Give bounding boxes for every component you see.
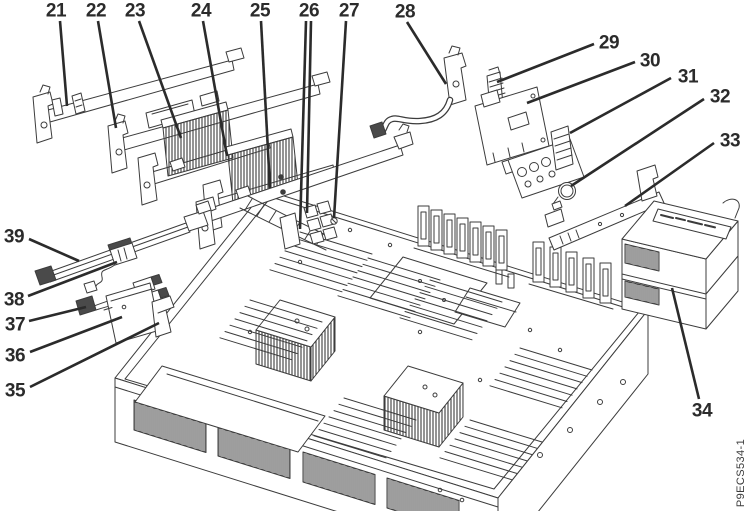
callout-37: 37 bbox=[4, 314, 26, 336]
callout-22: 22 bbox=[85, 0, 107, 22]
callout-34: 34 bbox=[691, 400, 713, 422]
bracket-35 bbox=[151, 295, 175, 338]
leader-line-35 bbox=[29, 321, 160, 389]
leader-line-23 bbox=[137, 20, 183, 139]
leader-line-27 bbox=[332, 20, 348, 219]
front-vents bbox=[133, 399, 465, 511]
cable-28 bbox=[369, 45, 467, 139]
callout-35: 35 bbox=[4, 380, 26, 402]
adapter-card-30 bbox=[474, 86, 550, 166]
cable-38 bbox=[83, 237, 138, 294]
leader-line-36 bbox=[29, 315, 123, 354]
callout-27: 27 bbox=[338, 0, 360, 22]
leader-line-24 bbox=[201, 20, 229, 157]
server-chassis bbox=[114, 189, 649, 511]
leader-line-26 bbox=[298, 20, 308, 230]
leader-line-21 bbox=[58, 20, 69, 107]
callout-21: 21 bbox=[45, 0, 67, 22]
leader-line-34 bbox=[670, 287, 701, 400]
leader-line-25 bbox=[259, 20, 272, 189]
leader-lines bbox=[27, 20, 715, 400]
callout-36: 36 bbox=[4, 345, 26, 367]
callout-24: 24 bbox=[190, 0, 212, 22]
callout-32: 32 bbox=[709, 86, 731, 108]
leader-line-37 bbox=[28, 305, 87, 323]
psu-handle bbox=[722, 198, 740, 219]
psu-label bbox=[652, 208, 732, 240]
power-supply-34 bbox=[621, 198, 740, 330]
leader-line-30 bbox=[526, 60, 636, 105]
callout-23: 23 bbox=[124, 0, 146, 22]
battery-32 bbox=[551, 182, 576, 211]
leader-line-22 bbox=[96, 20, 118, 129]
modules-26 bbox=[278, 174, 338, 250]
callout-31: 31 bbox=[677, 66, 699, 88]
callout-39: 39 bbox=[3, 226, 25, 248]
leader-line-32 bbox=[570, 97, 705, 188]
callout-38: 38 bbox=[3, 289, 25, 311]
figure-part-number: P9ECS534-1 bbox=[735, 438, 747, 508]
riser-board-21 bbox=[32, 47, 245, 144]
pcie-slot-brackets bbox=[413, 205, 614, 310]
leader-line-31 bbox=[569, 76, 672, 135]
leader-line-26 bbox=[305, 20, 313, 214]
leader-line-38 bbox=[27, 260, 118, 298]
screw-27 bbox=[330, 217, 338, 225]
leader-line-39 bbox=[28, 237, 80, 263]
cpu-heatsink-2 bbox=[383, 365, 464, 448]
callout-26: 26 bbox=[298, 0, 320, 22]
callout-30: 30 bbox=[639, 50, 661, 72]
leader-line-29 bbox=[496, 42, 595, 84]
callout-28: 28 bbox=[394, 1, 416, 23]
leader-line-33 bbox=[624, 141, 715, 208]
callout-33: 33 bbox=[719, 130, 741, 152]
callout-29: 29 bbox=[598, 32, 620, 54]
cpu-heatsink-1 bbox=[255, 299, 336, 382]
leader-line-28 bbox=[405, 21, 448, 85]
callout-25: 25 bbox=[249, 0, 271, 22]
